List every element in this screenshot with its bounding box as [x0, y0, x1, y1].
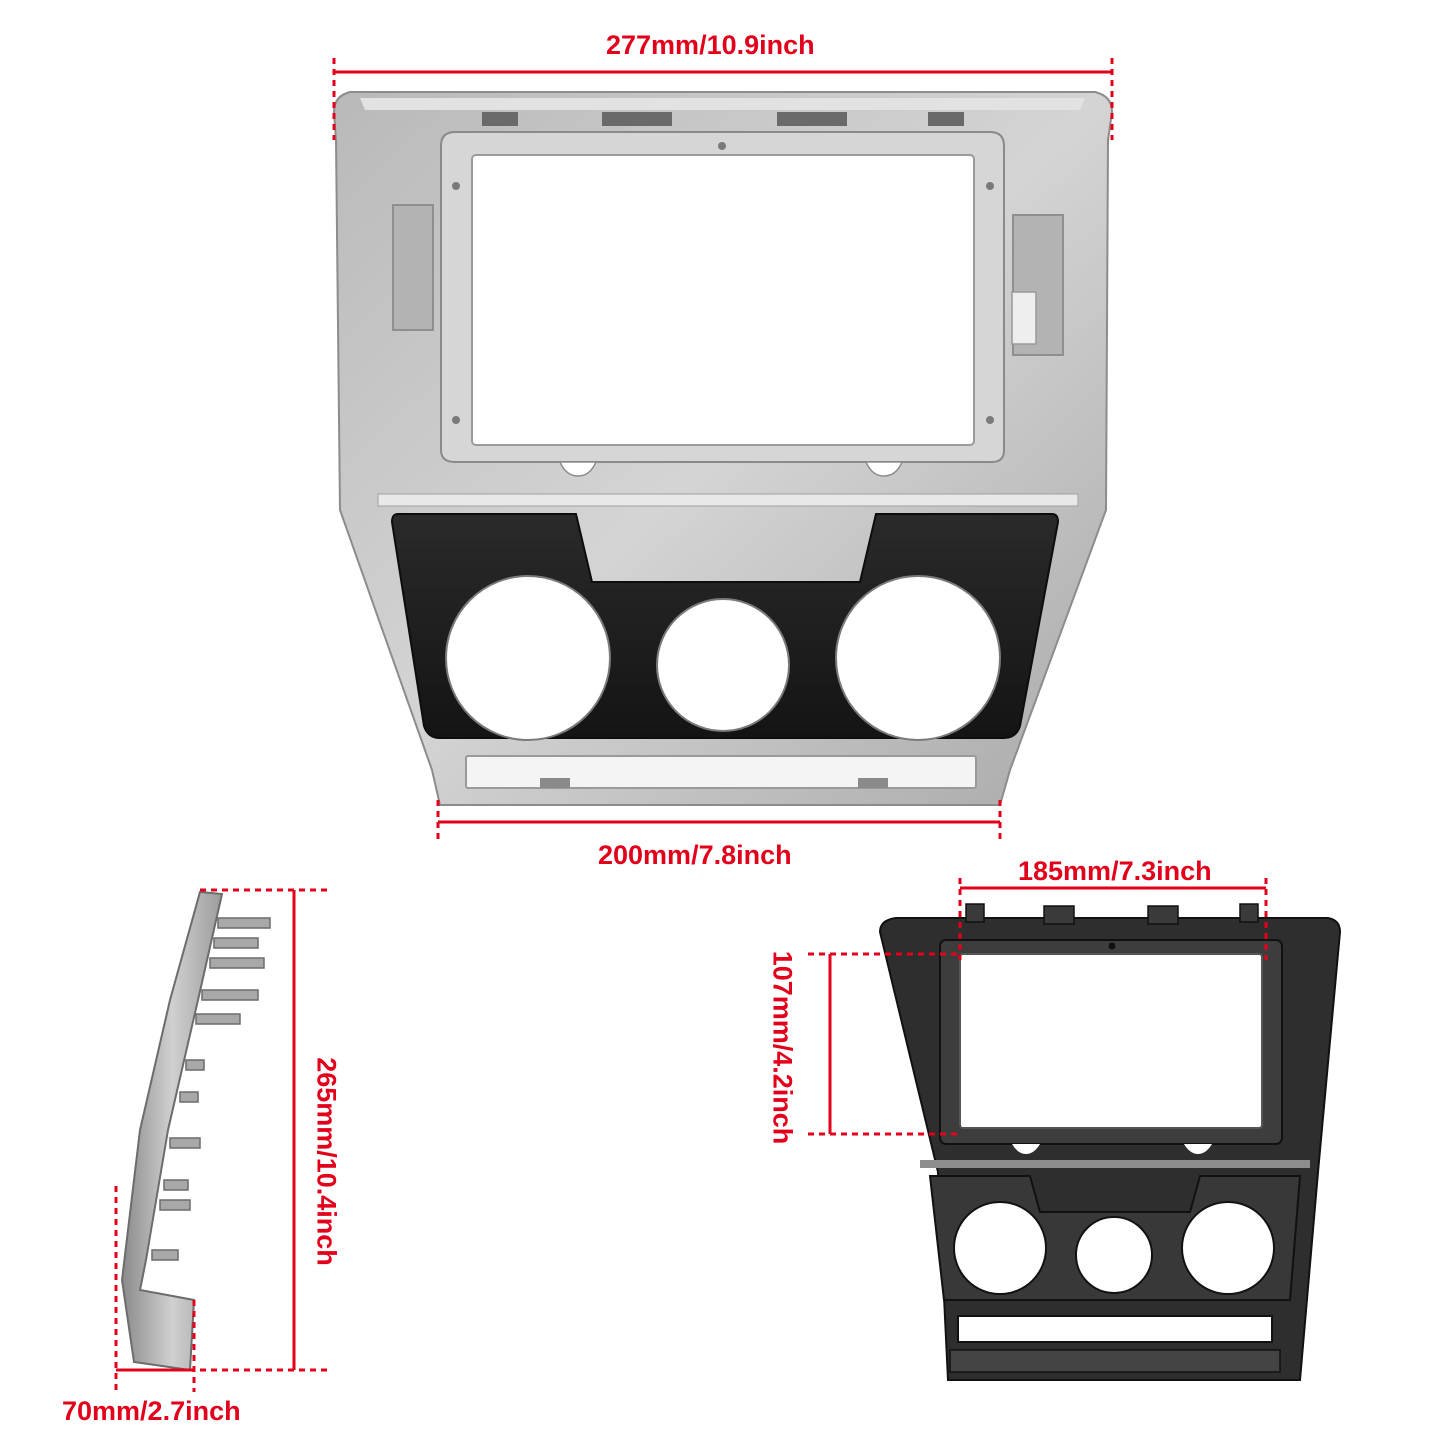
back-height-dimension-line [808, 952, 960, 1136]
side-view-bezel [120, 890, 271, 1372]
side-height-dimension-line [200, 888, 332, 1372]
top-width-label: 277mm/10.9inch [606, 30, 815, 60]
bottom-width-dimension-line [436, 800, 1002, 842]
bottom-width-label: 200mm/7.8inch [598, 840, 792, 870]
side-height-label: 265mm/10.4inch [311, 1057, 342, 1266]
back-screen-height-label: 107mm/4.2inch [767, 950, 798, 1145]
side-depth-label: 70mm/2.7inch [62, 1396, 241, 1426]
back-width-dimension-line [958, 878, 1268, 960]
back-view-bezel [878, 903, 1342, 1381]
top-width-dimension-line [332, 58, 1114, 140]
back-screen-width-label: 185mm/7.3inch [1018, 856, 1212, 886]
front-view-bezel [332, 91, 1114, 806]
side-depth-dimension-line [114, 1186, 196, 1392]
